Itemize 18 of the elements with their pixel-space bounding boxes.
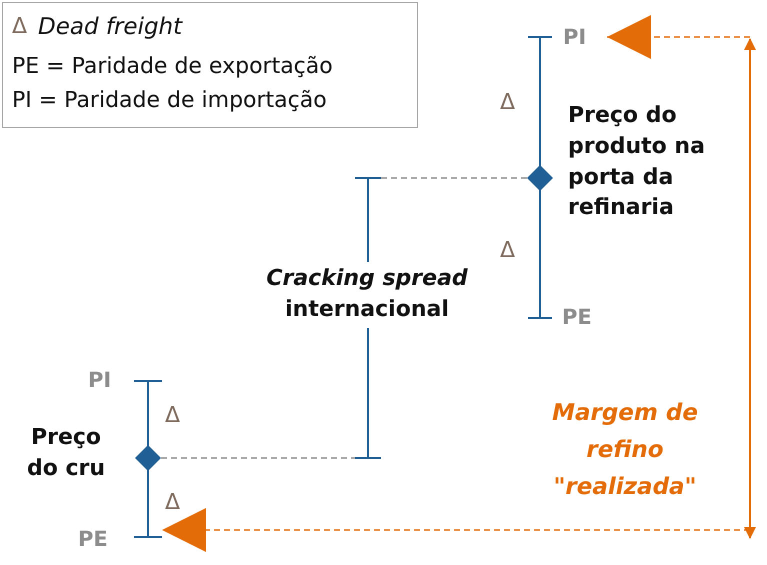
delta-symbol: Δ	[500, 238, 516, 264]
legend-text: PE = Paridade de exportação	[12, 54, 333, 80]
arrow	[607, 15, 750, 59]
connector-line	[161, 457, 355, 459]
legend-text: Dead freight	[38, 14, 182, 42]
delta-symbol: Δ	[165, 490, 180, 516]
node-caption: Preço do cru	[26, 424, 106, 483]
axis-label: PE	[562, 305, 592, 330]
node-caption: Preço do produto na porta da refinaria	[568, 102, 706, 222]
margin-label: Margem de refino "realizada"	[551, 399, 699, 502]
delta-symbol: Δ	[12, 14, 28, 40]
axis-label: PI	[563, 26, 586, 48]
axis-label: PI	[88, 368, 112, 394]
connector-line	[381, 177, 527, 179]
delta-symbol: Δ	[165, 403, 180, 430]
delta-symbol: Δ	[500, 90, 516, 116]
legend-text: PI = Paridade de importação	[12, 88, 327, 114]
axis-label: PE	[78, 527, 108, 552]
